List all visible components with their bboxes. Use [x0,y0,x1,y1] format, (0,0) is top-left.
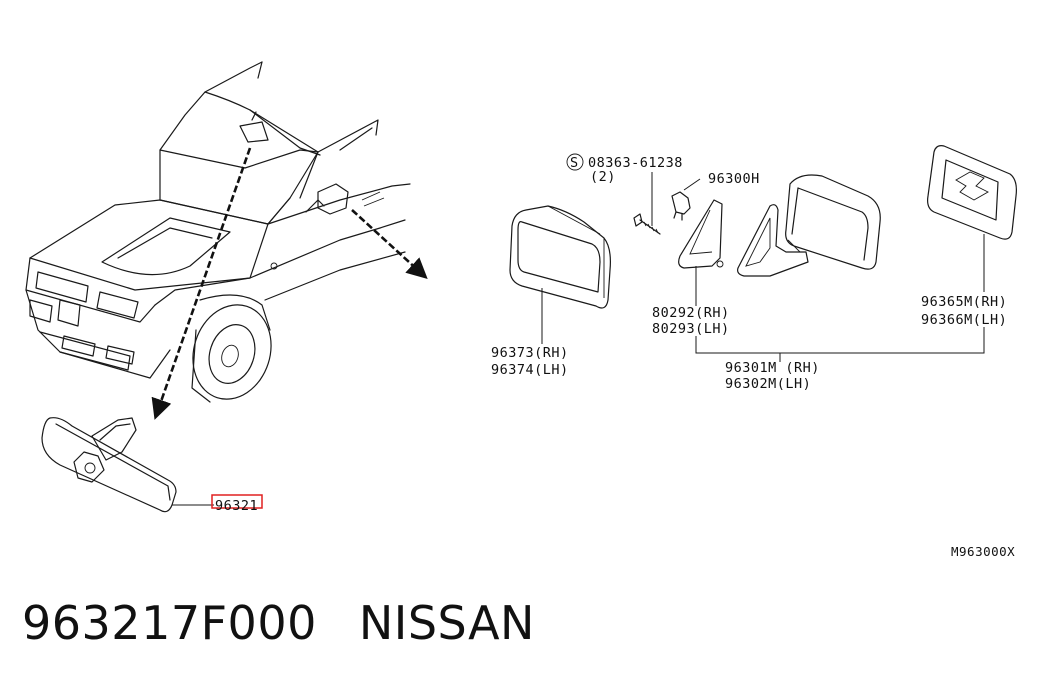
truck-illustration [25,61,411,403]
caption: 963217F000 NISSAN [22,596,535,650]
corner-cover-lh-number: 80293(LH) [652,321,730,337]
corner-cover-rh-number: 80292(RH) [652,305,730,321]
brand-name: NISSAN [358,596,535,650]
mirror-element-part [927,145,1017,240]
mirror-glass-lh-number: 96374(LH) [491,362,569,378]
bolt-and-clip [633,191,691,235]
rear-view-mirror-part [41,417,177,513]
mirror-glass-part [509,205,611,309]
arrow-to-door-mirror [351,209,428,280]
screw-symbol-letter: S [570,155,579,171]
mirror-glass-rh-number: 96373(RH) [491,345,569,361]
part-number-title: 963217F000 [22,596,317,650]
highlight-box [211,494,263,509]
door-mirror-assy-part [737,174,881,277]
door-mirror-rh-number: 96301M (RH) [725,360,820,376]
rear-view-mirror-number: 96321 [215,498,258,514]
door-mirror-lh-number: 96302M(LH) [725,376,811,392]
mirror-element-lh-number: 96366M(LH) [921,312,1007,328]
drawing-code: M963000X [951,544,1015,559]
bolt-part-number: 08363-61238 [588,155,683,171]
screw-symbol: S [566,153,584,171]
leader-lines [172,172,985,506]
bolt-quantity: (2) [590,169,616,185]
mirror-element-rh-number: 96365M(RH) [921,294,1007,310]
arrow-to-inner-mirror [151,147,252,420]
clip-part-number: 96300H [708,171,760,187]
corner-cover-part [678,199,724,269]
